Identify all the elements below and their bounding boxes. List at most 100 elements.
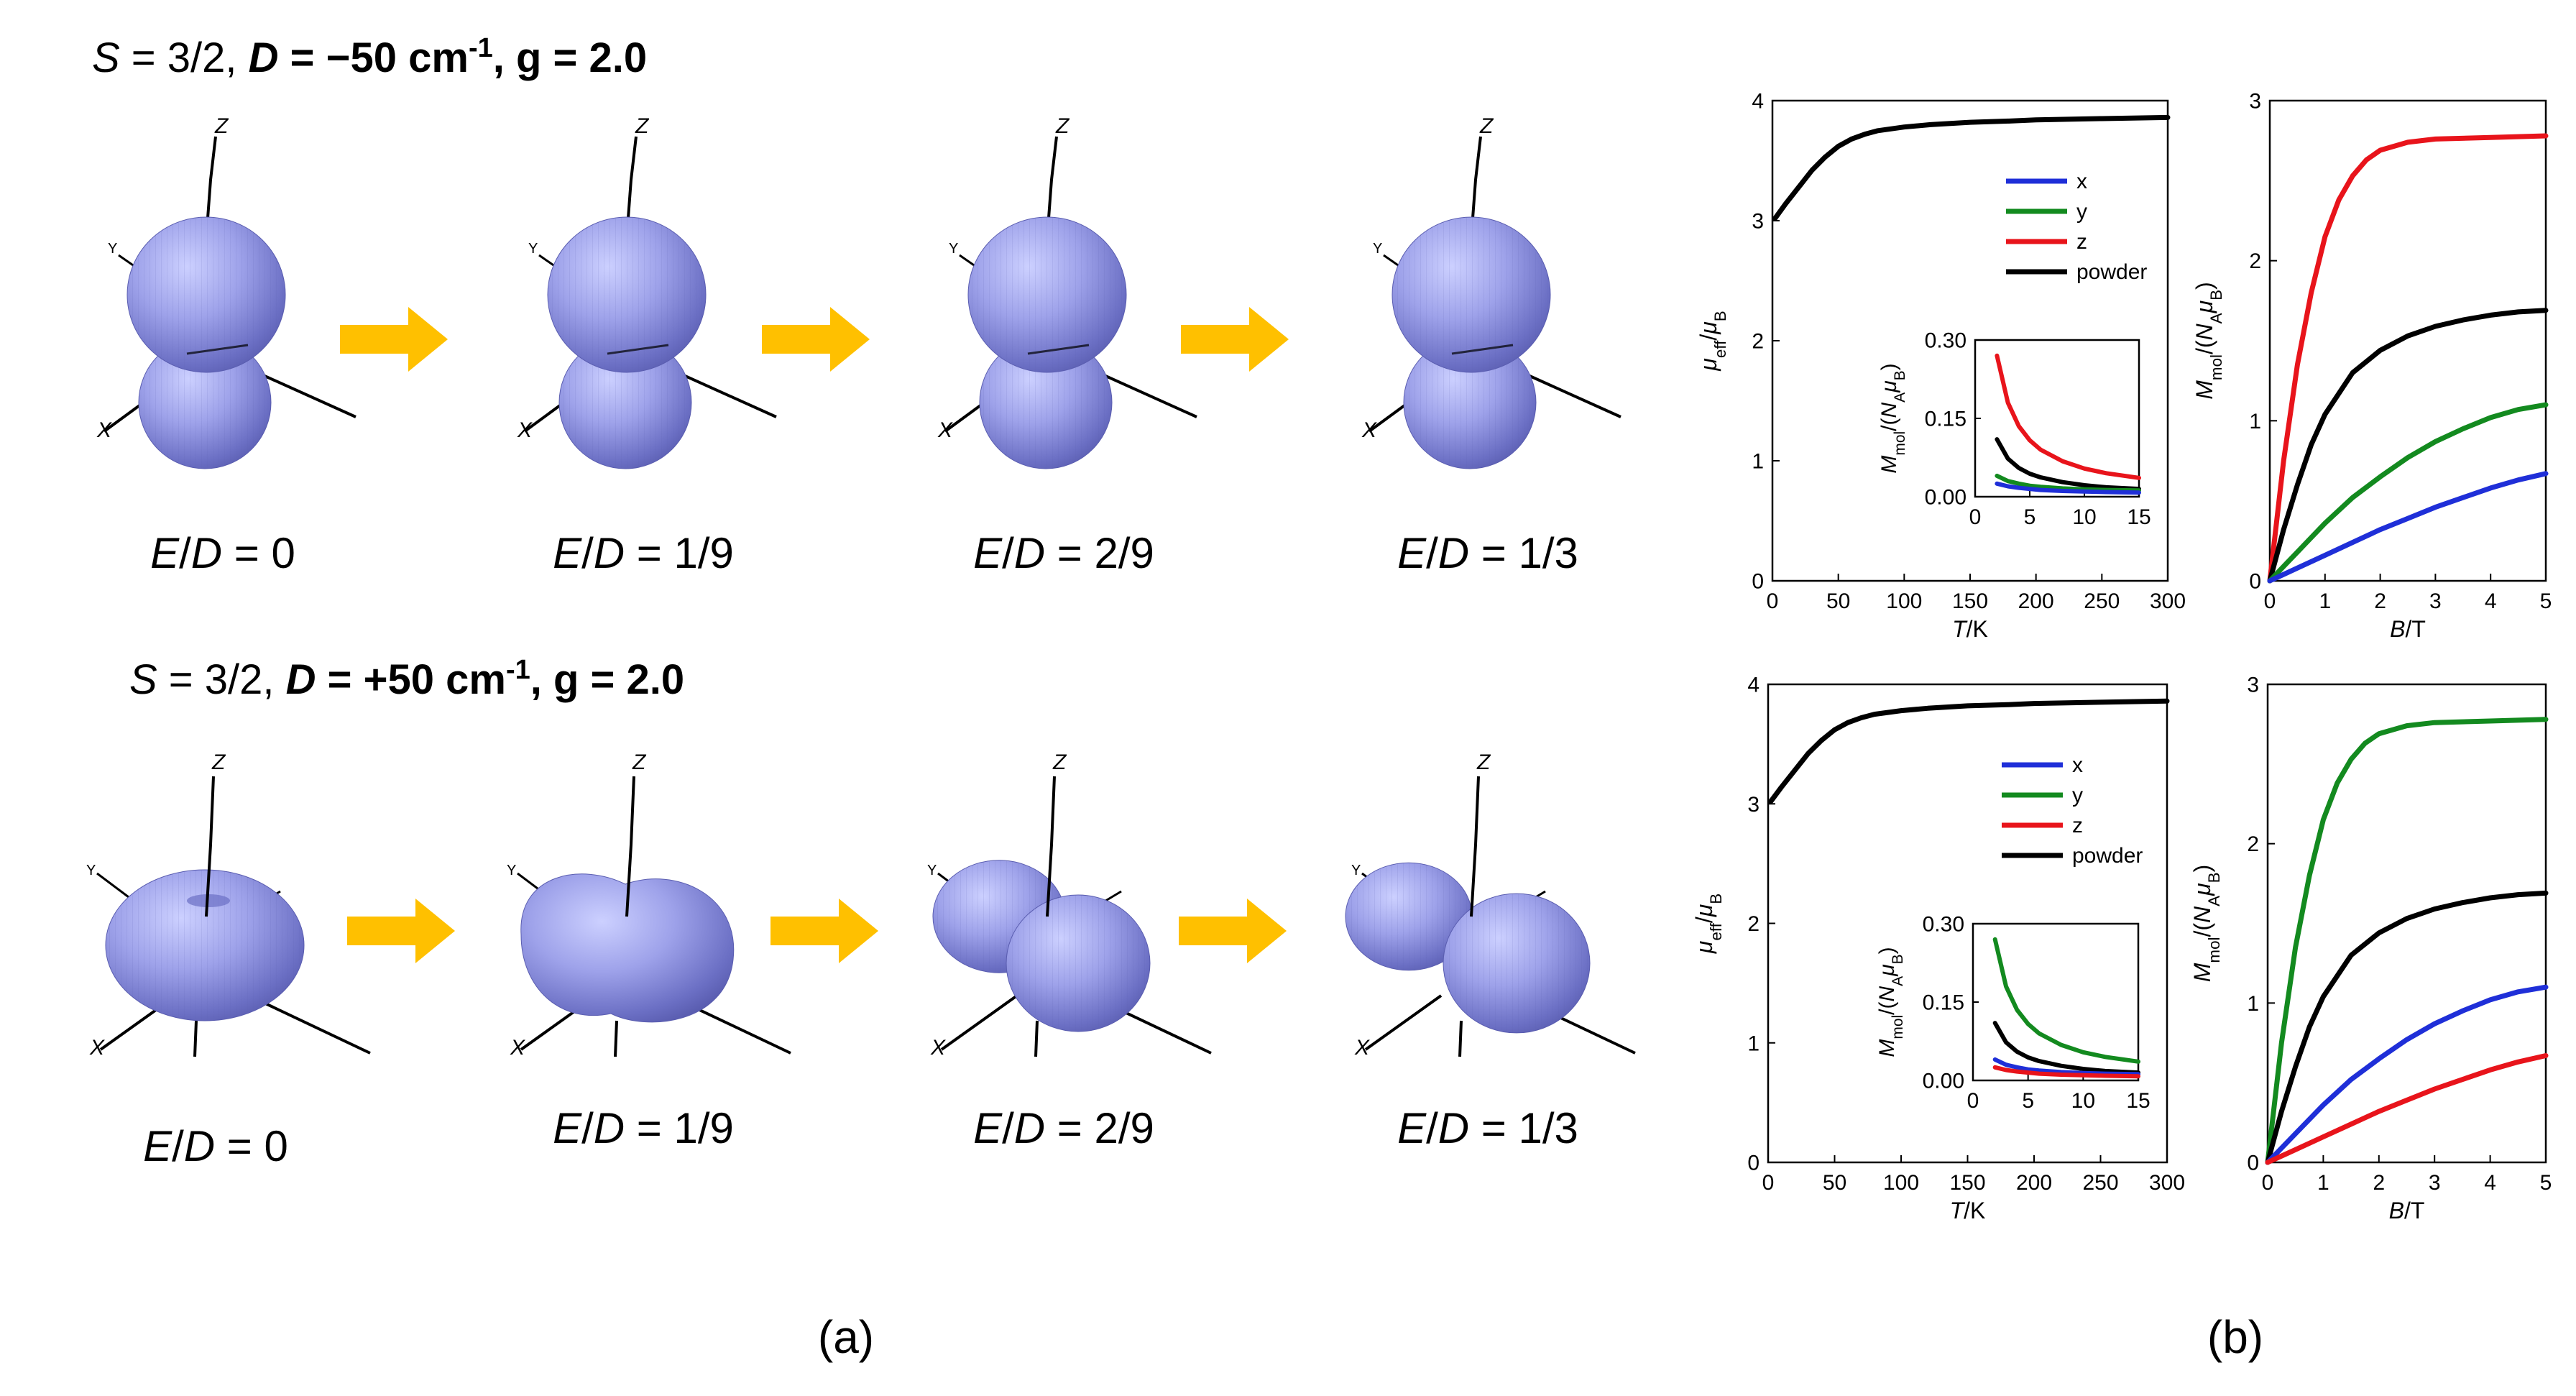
stage-label: E/D = 1/9 [553, 1104, 734, 1152]
axis-y-label: Y [927, 863, 937, 878]
axis-y-label: Y [86, 863, 96, 878]
series-powder [1772, 114, 2171, 221]
plot-frame [2268, 99, 2547, 582]
transition-arrow [340, 307, 448, 372]
legend-label-z: z [2076, 230, 2087, 254]
legend-label-x: x [2076, 170, 2087, 193]
y-tick-label: 0 [1747, 1152, 1760, 1175]
axis-down-line [1034, 1020, 1039, 1057]
axis-down-line [1458, 1020, 1463, 1057]
x-tick-label: 0 [1762, 1171, 1775, 1195]
x-tick-label: 4 [2485, 589, 2497, 613]
x-tick-label: 100 [1883, 1171, 1919, 1195]
axis-z-label: Z [1055, 114, 1070, 138]
x-tick-label: 4 [2484, 1171, 2496, 1195]
legend-label-y: y [2072, 784, 2083, 807]
x-tick-label: 1 [2317, 1171, 2329, 1195]
x-tick-label: 0 [2264, 589, 2276, 613]
axis-x-label: X [510, 1036, 525, 1060]
x-tick-label: 2 [2373, 1171, 2385, 1195]
stage-label: E/D = 0 [143, 1122, 288, 1170]
y-tick-label: 1 [1747, 1032, 1760, 1055]
inset-x-tick-label: 0 [1967, 1089, 1979, 1113]
axis-x-label: X [96, 418, 112, 442]
transition-arrow [347, 899, 455, 963]
inset-y-tick-label: 0.30 [1923, 913, 1964, 937]
x-axis-title: B/T [2390, 616, 2426, 642]
row-header-2: S = 3/2, D = +50 cm-1, g = 2.0 [129, 655, 684, 703]
inset-y-tick-label: 0.00 [1923, 1070, 1964, 1093]
x-tick-label: 50 [1823, 1171, 1846, 1195]
lobe-upper-texture [968, 217, 1126, 372]
x-tick-label: 100 [1886, 589, 1922, 613]
series-powder [1768, 698, 2170, 804]
x-tick-label: 5 [2540, 1171, 2552, 1195]
y-tick-label: 1 [2247, 992, 2259, 1016]
inset-y-tick-label: 0.15 [1925, 408, 1966, 431]
series-powder [2265, 890, 2549, 1165]
x-tick-label: 3 [2429, 1171, 2441, 1195]
plot-frame [2266, 683, 2547, 1164]
lobe-upper-texture [1392, 217, 1550, 372]
stage-label: E/D = 0 [150, 529, 295, 577]
x-tick-label: 1 [2319, 589, 2331, 613]
y-tick-label: 3 [1752, 210, 1764, 234]
y-axis-title: Mmol/(NAμB) [1877, 363, 1908, 473]
x-tick-label: 200 [2018, 589, 2054, 613]
inset-series-x [1995, 481, 2141, 495]
y-tick-label: 4 [1752, 90, 1764, 114]
axis-y-label: Y [949, 241, 958, 257]
series-y [2267, 402, 2549, 584]
row-header-1: S = 3/2, D = −50 cm-1, g = 2.0 [92, 33, 647, 81]
inset-series-z [1992, 1065, 2140, 1079]
x-tick-label: 2 [2374, 589, 2386, 613]
lobe-upper-texture [548, 217, 706, 372]
inset-x-tick-label: 10 [2072, 505, 2096, 529]
axis-down-line [193, 1020, 198, 1057]
inset-series-powder [1992, 1021, 2140, 1075]
inset-y-tick-label: 0.00 [1925, 486, 1966, 510]
y-tick-label: 3 [2247, 674, 2259, 697]
axis-z-line [625, 776, 635, 917]
inset-x-tick-label: 0 [1969, 505, 1982, 529]
x-tick-label: 300 [2150, 589, 2186, 613]
axis-z-label: Z [211, 750, 226, 774]
axis-x-label: X [930, 1036, 946, 1060]
lobe-upper-texture [127, 217, 285, 372]
inset-x-tick-label: 5 [2022, 1089, 2034, 1113]
series-y [2265, 717, 2549, 1165]
axis-y-label: Y [108, 241, 117, 257]
x-tick-label: 150 [1952, 589, 1988, 613]
transition-arrow [1181, 307, 1289, 372]
y-tick-label: 1 [2249, 410, 2261, 433]
lobe-lower-texture [980, 336, 1112, 469]
axis-x-label: X [1354, 1036, 1370, 1060]
y-tick-label: 2 [2249, 249, 2261, 273]
transition-arrow [770, 899, 878, 963]
lobe-lower-texture [559, 336, 691, 469]
inset-series-y [1992, 937, 2140, 1064]
lobe-lower-texture [139, 336, 271, 469]
axis-z-label: Z [635, 114, 650, 138]
stage-label: E/D = 1/3 [1397, 529, 1578, 577]
y-tick-label: 0 [1752, 570, 1764, 594]
row-header-text-1: S = 3/2, D = −50 cm-1, g = 2.0 [92, 33, 647, 81]
y-axis-title: μeff/μB [1691, 894, 1725, 954]
x-axis-title: B/T [2389, 1198, 2425, 1223]
axis-through [1451, 344, 1514, 355]
x-axis-title: T/K [1950, 1198, 1986, 1223]
axis-x-label: X [937, 418, 953, 442]
y-tick-label: 2 [1747, 912, 1760, 936]
inset-x-tick-label: 15 [2127, 505, 2150, 529]
x-tick-label: 300 [2149, 1171, 2185, 1195]
inset-series-powder [1995, 437, 2141, 492]
